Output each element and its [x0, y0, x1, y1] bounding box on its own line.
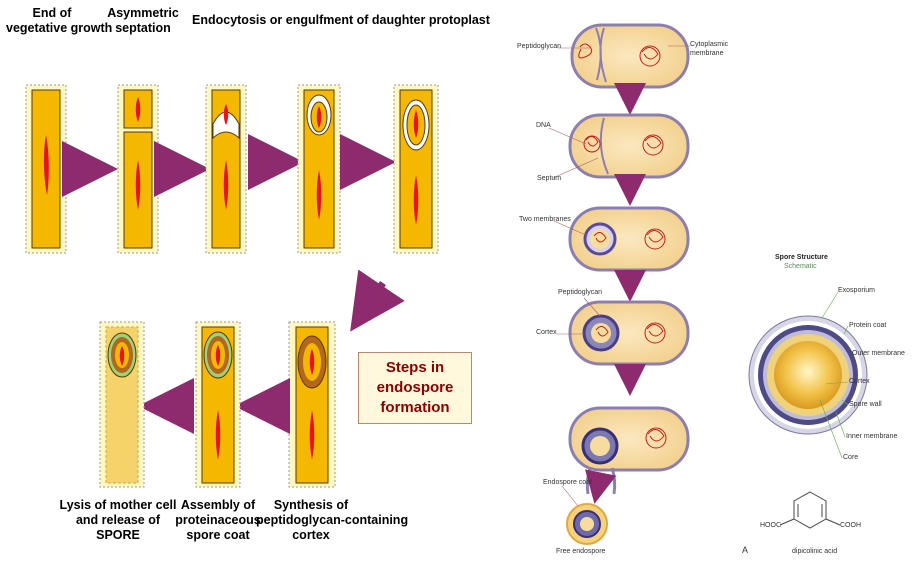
stage-engulfment-mid [297, 84, 341, 254]
micrograph-stage-1 [570, 23, 690, 89]
label-inner-membrane: Inner membrane [846, 433, 898, 440]
chem-right-group: COOH [840, 522, 861, 529]
step-label-asymmetric-septation: Asymmetric septation [107, 6, 179, 35]
label-free-endospore: Free endospore [556, 548, 606, 555]
label-spore-wall: Spore wall [849, 401, 882, 408]
stage-engulfment-early [205, 84, 247, 254]
label-outer-membrane: Outer membrane [852, 350, 905, 357]
label-exosporium: Exosporium [838, 287, 875, 294]
label-peptidoglycan: Peptidoglycan [517, 43, 561, 50]
stage-spore-coat-assembly [195, 321, 241, 488]
spore-structure-subtitle: Schematic [784, 263, 817, 270]
step-label-engulfment: Endocytosis or engulfment of daughter pr… [192, 13, 490, 27]
step-label-end-vegetative: End of vegetative growth [6, 6, 113, 35]
micrograph-stage-4 [568, 300, 690, 366]
step-label-cortex-synthesis: Synthesis of peptidoglycan-containing co… [256, 498, 409, 542]
label-cortex: Cortex [536, 329, 557, 336]
chem-name: dipicolinic acid [792, 548, 838, 555]
label-septum: Septum [537, 175, 562, 182]
label-protein-coat: Protein coat [849, 322, 887, 329]
label-peptidoglycan-2: Peptidoglycan [558, 289, 602, 296]
stage-cortex-synthesis [288, 321, 336, 488]
panel-letter: A [742, 545, 749, 555]
free-endospore [566, 503, 608, 545]
label-cytoplasmic-membrane: Cytoplasmic membrane [690, 41, 729, 57]
spore-structure-schematic [748, 315, 868, 435]
label-endospore-coat: Endospore coat [543, 479, 593, 486]
stage-vegetative-cell [25, 84, 67, 254]
stage-lysis-release [99, 321, 145, 488]
label-core: Core [843, 454, 859, 461]
label-spore-cortex: Cortex [849, 378, 870, 385]
chem-left-group: HOOC [760, 522, 781, 529]
diagram-title: Steps in endospore formation [358, 352, 472, 424]
stage-engulfment-complete [393, 84, 439, 254]
label-dna: DNA [536, 122, 551, 129]
micrograph-stage-3 [568, 206, 690, 272]
dipicolinic-acid-structure [779, 491, 841, 529]
arrow-5 [350, 269, 405, 332]
micrograph-stage-2 [568, 113, 690, 179]
step-label-lysis: Lysis of mother cell and release of SPOR… [59, 498, 177, 542]
spore-structure-title: Spore Structure [775, 254, 828, 261]
step-label-spore-coat: Assembly of proteinaceous spore coat [175, 498, 261, 542]
stage-asymmetric-septation [117, 84, 159, 254]
label-two-membranes: Two membranes [519, 216, 571, 223]
